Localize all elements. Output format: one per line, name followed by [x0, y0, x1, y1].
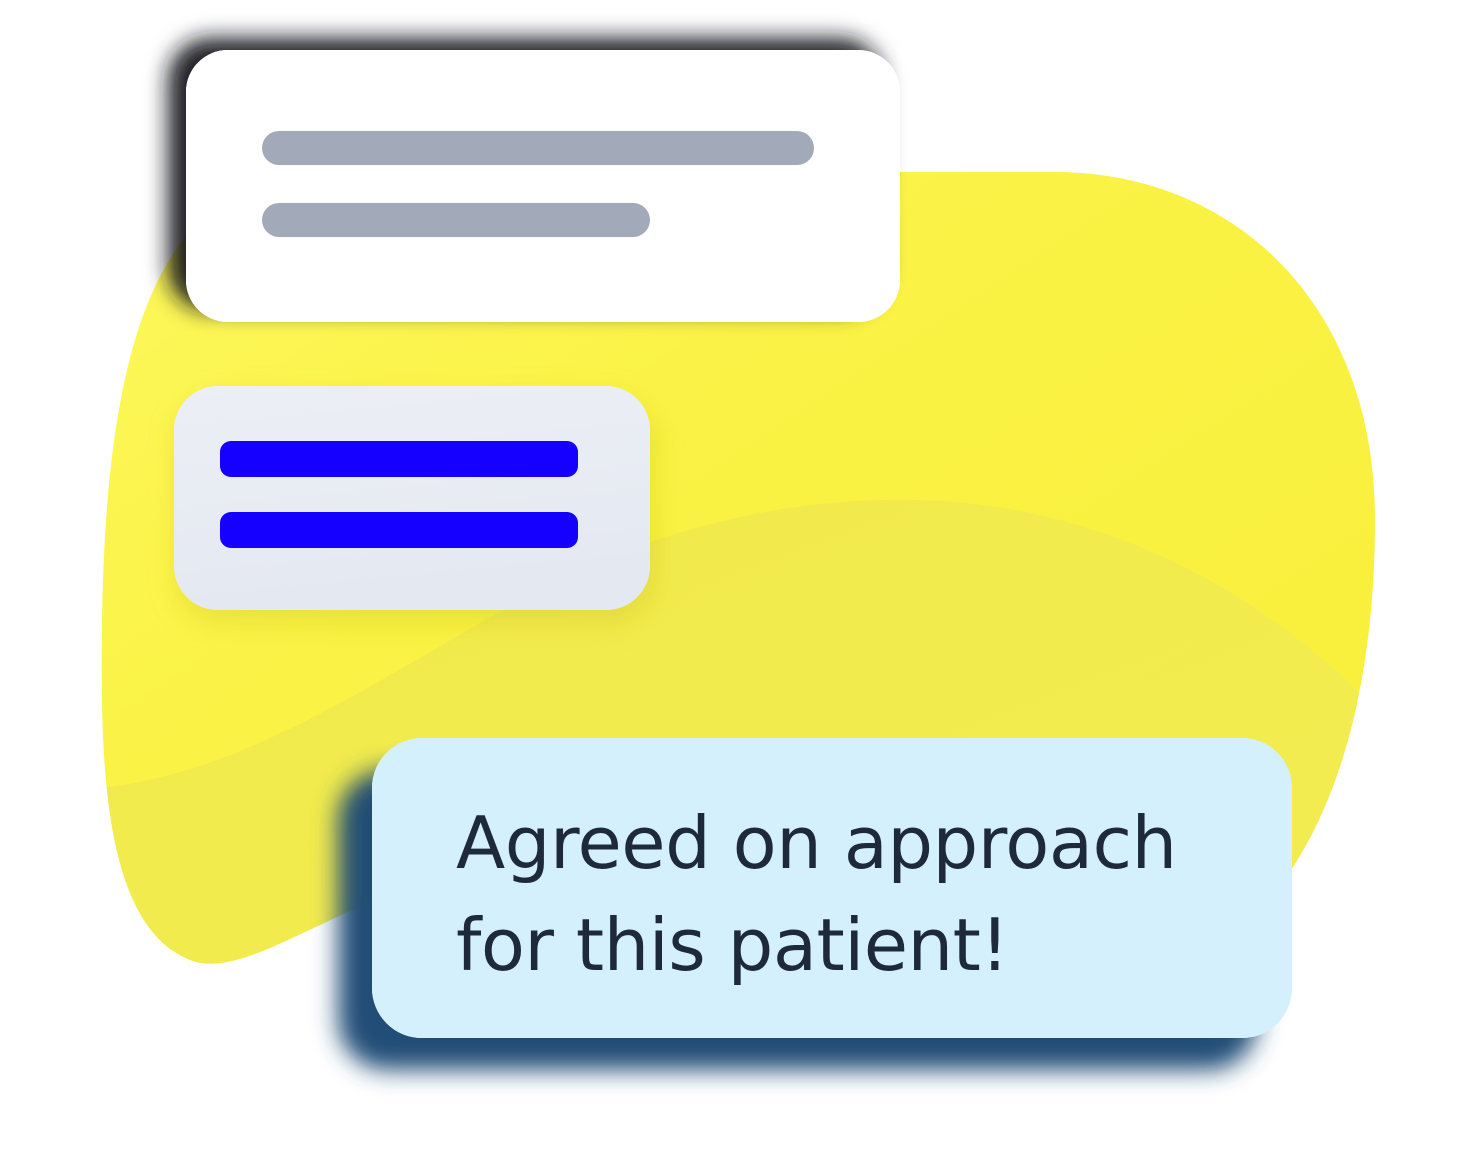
- message-card-middle[interactable]: [174, 386, 650, 610]
- placeholder-line-1: [262, 131, 814, 165]
- placeholder-line-2: [262, 203, 650, 237]
- message-card-top[interactable]: [186, 50, 900, 322]
- accent-line-1: [220, 441, 578, 477]
- accent-line-2: [220, 512, 578, 548]
- chat-bubble[interactable]: [372, 738, 1292, 1038]
